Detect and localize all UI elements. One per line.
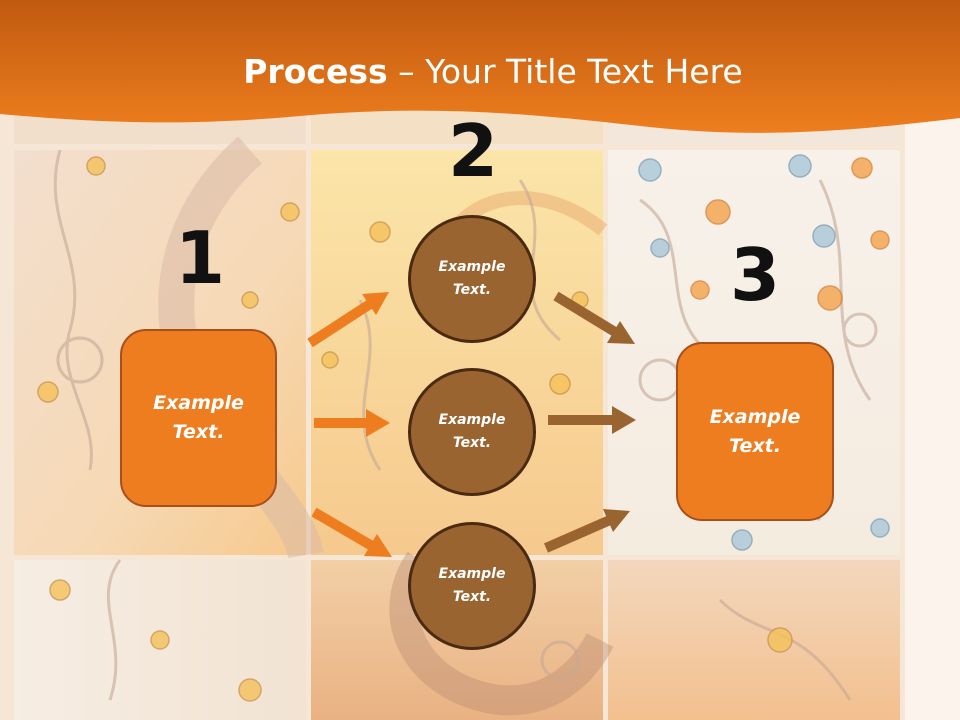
step-number-2: 2 — [447, 109, 499, 193]
arrow-to-circle-bottom — [311, 507, 392, 557]
slide-title: Process – Your Title Text Here — [0, 52, 960, 91]
step-2-circle-bottom: Example Text. — [408, 522, 536, 650]
circle-bottom-label: Example Text. — [438, 566, 506, 605]
step-1-box: Example Text. — [120, 329, 277, 507]
step-1-label: Example Text. — [153, 392, 244, 443]
arrow-to-circle-top — [307, 292, 389, 348]
step-2-circle-middle: Example Text. — [408, 368, 536, 496]
arrow-from-circle-middle — [548, 406, 636, 434]
step-3-box: Example Text. — [676, 342, 834, 521]
circle-middle-label: Example Text. — [438, 412, 506, 451]
step-number-3: 3 — [729, 233, 781, 317]
step-number-1: 1 — [174, 216, 226, 300]
circle-top-label: Example Text. — [438, 259, 506, 298]
step-2-circle-top: Example Text. — [408, 215, 536, 343]
title-bold: Process — [243, 52, 388, 91]
arrow-from-circle-top — [553, 291, 635, 344]
title-rest: – Your Title Text Here — [387, 52, 743, 91]
step-3-label: Example Text. — [709, 405, 801, 457]
arrow-from-circle-bottom — [543, 509, 630, 553]
arrow-to-circle-middle — [314, 409, 390, 437]
